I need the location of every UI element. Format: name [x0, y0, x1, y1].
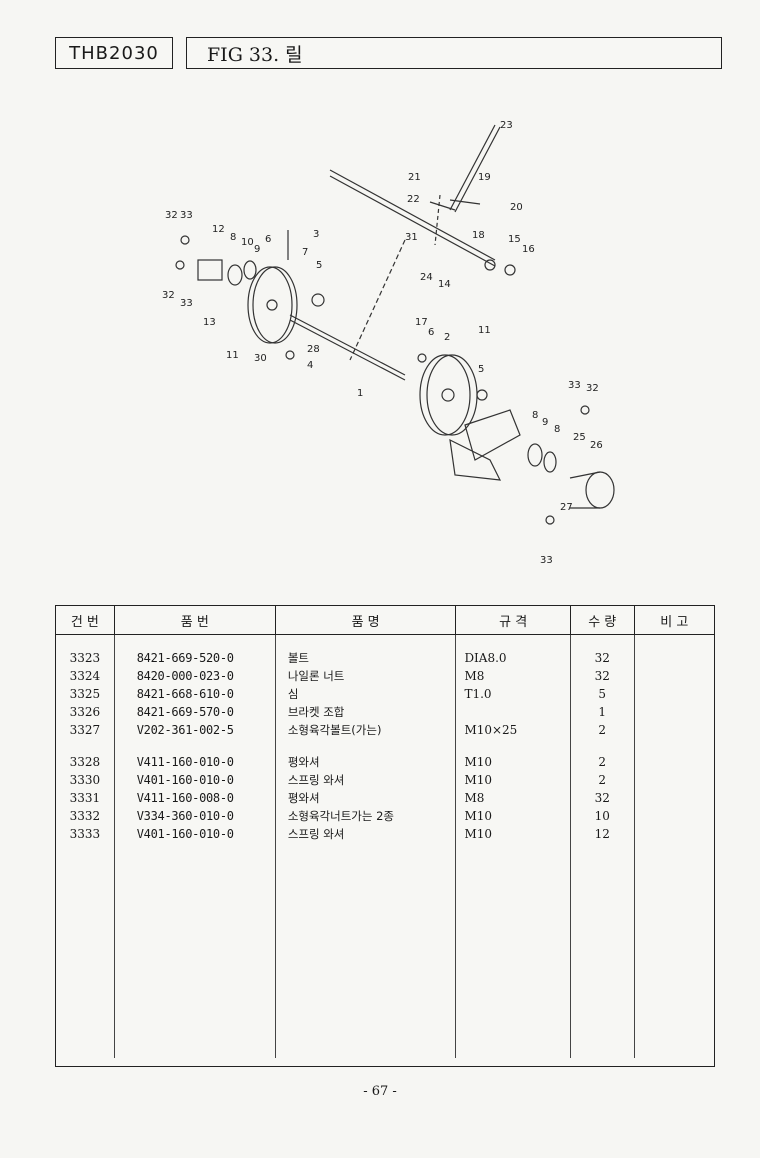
table-header-row: 건 번 품 번 품 명 규 격 수 량 비 고	[56, 606, 714, 635]
main-shaft	[289, 314, 406, 376]
diagram-label: 12	[212, 224, 225, 235]
diagram-label: 6	[265, 234, 271, 245]
diagram-label: 18	[472, 230, 485, 241]
diagram-label: 23	[500, 120, 513, 131]
diagram-label: 31	[405, 232, 418, 243]
col-note: 비 고	[634, 606, 714, 635]
parts-table: 건 번 품 번 품 명 규 격 수 량 비 고 3323 8421-669-52…	[55, 605, 715, 1067]
table-row: 3323 8421-669-520-0 볼트 DIA8.0 32	[56, 649, 714, 667]
diagram-label: 33	[540, 555, 553, 566]
table-row: 3330 V401-160-010-0 스프링 와셔 M10 2	[56, 771, 714, 789]
diagram-label: 9	[254, 244, 260, 255]
col-qty: 수 량	[570, 606, 635, 635]
col-spec: 규 격	[455, 606, 571, 635]
diagram-label: 9	[542, 417, 548, 428]
diagram-label: 16	[522, 244, 535, 255]
diagram-label: 13	[203, 317, 216, 328]
diagram-label: 8	[532, 410, 538, 421]
upper-shaft	[329, 169, 496, 261]
left-reel-disk	[247, 266, 293, 344]
diagram-label: 7	[302, 247, 308, 258]
table-row: 3324 8420-000-023-0 나일론 너트 M8 32	[56, 667, 714, 685]
diagram-label: 8	[554, 424, 560, 435]
diagram-label: 30	[254, 353, 267, 364]
lever-rod	[449, 124, 496, 211]
table-row: 3325 8421-668-610-0 심 T1.0 5	[56, 685, 714, 703]
diagram-label: 10	[241, 237, 254, 248]
model-code: THB2030	[69, 42, 159, 64]
table-row: 3327 V202-361-002-5 소형육각볼트(가는) M10×25 2	[56, 721, 714, 739]
diagram-label: 20	[510, 202, 523, 213]
diagram-label: 6	[428, 327, 434, 338]
diagram-label: 11	[226, 350, 239, 361]
diagram-label: 27	[560, 502, 573, 513]
left-bracket	[197, 259, 223, 281]
reel-exploded-diagram: 23 21 19 22 20 31 18 15 16 24 14 32 33 1…	[162, 120, 615, 566]
right-bracket	[464, 409, 521, 461]
diagram-label: 25	[573, 432, 586, 443]
figure-title-box: FIG 33. 릴	[186, 37, 722, 69]
diagram-label: 33	[180, 210, 193, 221]
col-part-no: 품 번	[114, 606, 276, 635]
model-code-box: THB2030	[55, 37, 173, 69]
table-row: 3333 V401-160-010-0 스프링 와셔 M10 12	[56, 825, 714, 843]
diagram-label: 11	[478, 325, 491, 336]
figure-title: FIG 33. 릴	[207, 43, 303, 66]
diagram-label: 32	[162, 290, 175, 301]
diagram-label: 3	[313, 229, 319, 240]
table-row: 3331 V411-160-008-0 평와셔 M8 32	[56, 789, 714, 807]
diagram-label: 22	[407, 194, 420, 205]
diagram-label: 19	[478, 172, 491, 183]
diagram-label: 26	[590, 440, 603, 451]
diagram-label: 15	[508, 234, 521, 245]
diagram-label: 33	[180, 298, 193, 309]
right-reel-disk	[419, 354, 471, 436]
diagram-label: 5	[478, 364, 484, 375]
diagram-label: 21	[408, 172, 421, 183]
diagram-label: 17	[415, 317, 428, 328]
diagram-label: 5	[316, 260, 322, 271]
diagram-label: 4	[307, 360, 313, 371]
end-motor	[585, 471, 615, 509]
diagram-label: 32	[586, 383, 599, 394]
col-item: 건 번	[56, 606, 115, 635]
diagram-label: 28	[307, 344, 320, 355]
table-row: 3332 V334-360-010-0 소형육각너트가는 2종 M10 10	[56, 807, 714, 825]
diagram-label: 14	[438, 279, 451, 290]
table-row: 3328 V411-160-010-0 평와셔 M10 2	[56, 753, 714, 771]
table-row: 3326 8421-669-570-0 브라켓 조합 1	[56, 703, 714, 721]
diagram-label: 32	[165, 210, 178, 221]
page-number: - 67 -	[363, 1084, 397, 1099]
diagram-label: 33	[568, 380, 581, 391]
col-name: 품 명	[275, 606, 457, 635]
diagram-label: 2	[444, 332, 450, 343]
diagram-label: 8	[230, 232, 236, 243]
diagram-label: 1	[357, 388, 363, 399]
diagram-label: 24	[420, 272, 433, 283]
